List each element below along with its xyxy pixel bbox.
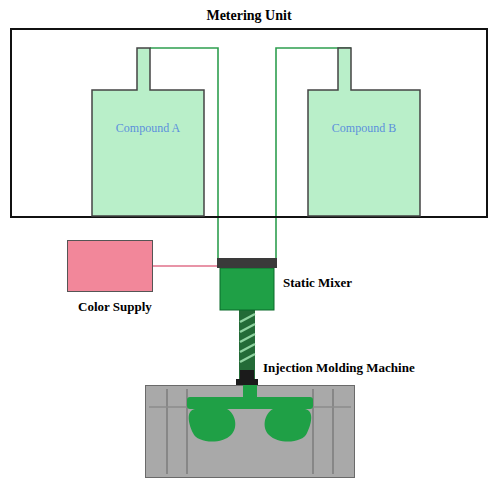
injection-molding-machine: Injection Molding Machine — [145, 385, 355, 478]
box-label: Compound B — [308, 122, 420, 136]
compound-tank: Compound B — [308, 48, 420, 216]
box-label: Compound A — [92, 122, 204, 136]
mixer-body — [220, 268, 274, 310]
tank-shape — [92, 48, 204, 216]
screw-thread — [240, 314, 255, 322]
mold-plate-line — [166, 389, 168, 474]
screw-thread — [240, 324, 255, 332]
color-feed-line — [153, 265, 217, 267]
screw-threads — [240, 314, 255, 362]
part-label: Static Mixer — [283, 276, 352, 291]
static-mixer: Static Mixer — [217, 258, 277, 310]
molded-part — [189, 409, 236, 442]
part-label: Color Supply — [78, 300, 152, 315]
color-supply-box: Color Supply — [67, 240, 153, 292]
screw-thread — [240, 344, 255, 352]
mixer-cap — [217, 258, 277, 268]
mold-outline — [145, 385, 355, 478]
mold-plate-line — [332, 389, 334, 474]
nozzle-tip — [236, 379, 258, 385]
screw-thread — [240, 334, 255, 342]
screw-thread — [240, 354, 255, 362]
part-label: Metering Unit — [12, 8, 486, 24]
compound-tank: Compound A — [92, 48, 204, 216]
tank-shape — [308, 48, 420, 216]
sprue — [243, 385, 257, 399]
mixer-outline — [217, 258, 277, 310]
part-label: Injection Molding Machine — [263, 361, 415, 376]
metering-unit-box: Compound ACompound BMetering Unit — [10, 28, 488, 218]
molded-part — [265, 409, 312, 442]
runner — [187, 397, 313, 409]
mold-block — [146, 386, 355, 478]
